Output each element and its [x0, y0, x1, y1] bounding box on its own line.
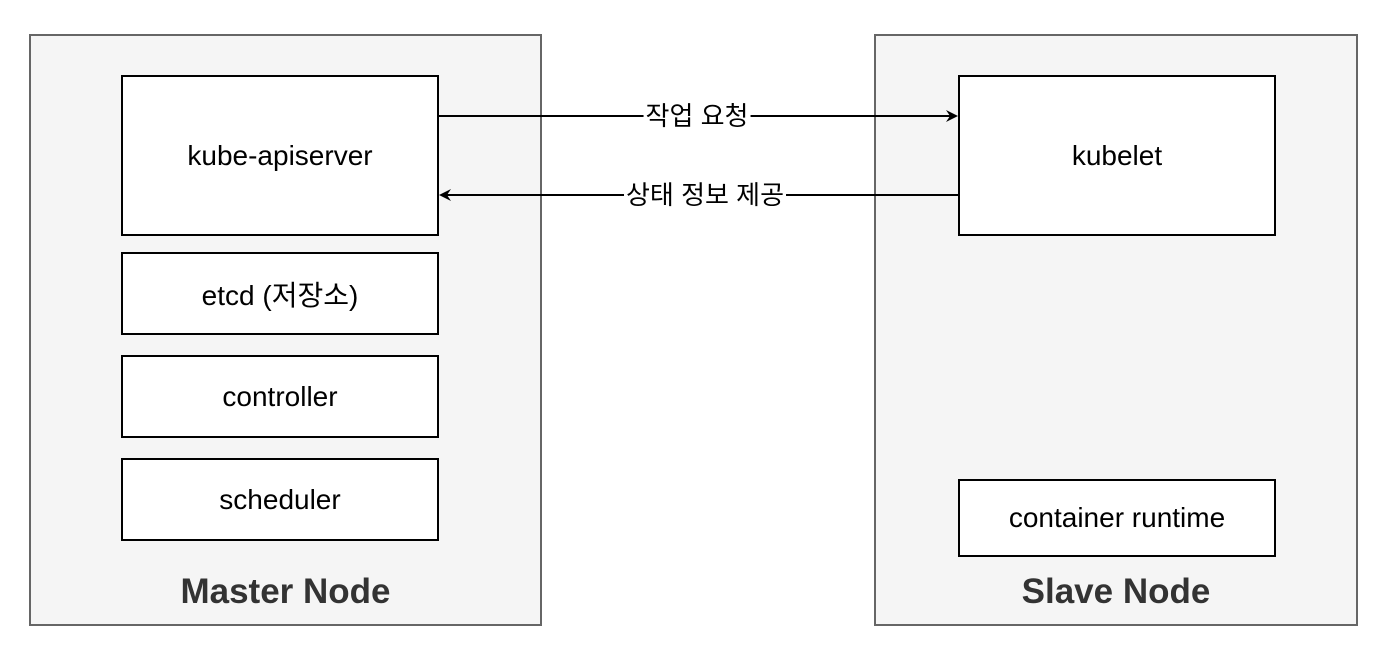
controller-label: controller — [222, 380, 338, 412]
master-node-title: Master Node — [180, 572, 391, 611]
scheduler-box: scheduler — [121, 458, 439, 541]
request-label: 작업 요청 — [643, 101, 751, 131]
container-runtime-box: container runtime — [958, 479, 1276, 557]
slave-node-title: Slave Node — [1021, 572, 1211, 611]
etcd-box: etcd (저장소) — [121, 252, 439, 335]
etcd-label: etcd (저장소) — [201, 279, 359, 311]
kube-apiserver-label: kube-apiserver — [187, 139, 373, 171]
kubelet-label: kubelet — [1071, 139, 1163, 171]
kube-apiserver-box: kube-apiserver — [121, 75, 439, 236]
controller-box: controller — [121, 355, 439, 438]
container-runtime-label: container runtime — [1008, 502, 1226, 533]
kubelet-box: kubelet — [958, 75, 1276, 236]
status-label: 상태 정보 제공 — [624, 180, 786, 210]
scheduler-label: scheduler — [219, 483, 341, 515]
